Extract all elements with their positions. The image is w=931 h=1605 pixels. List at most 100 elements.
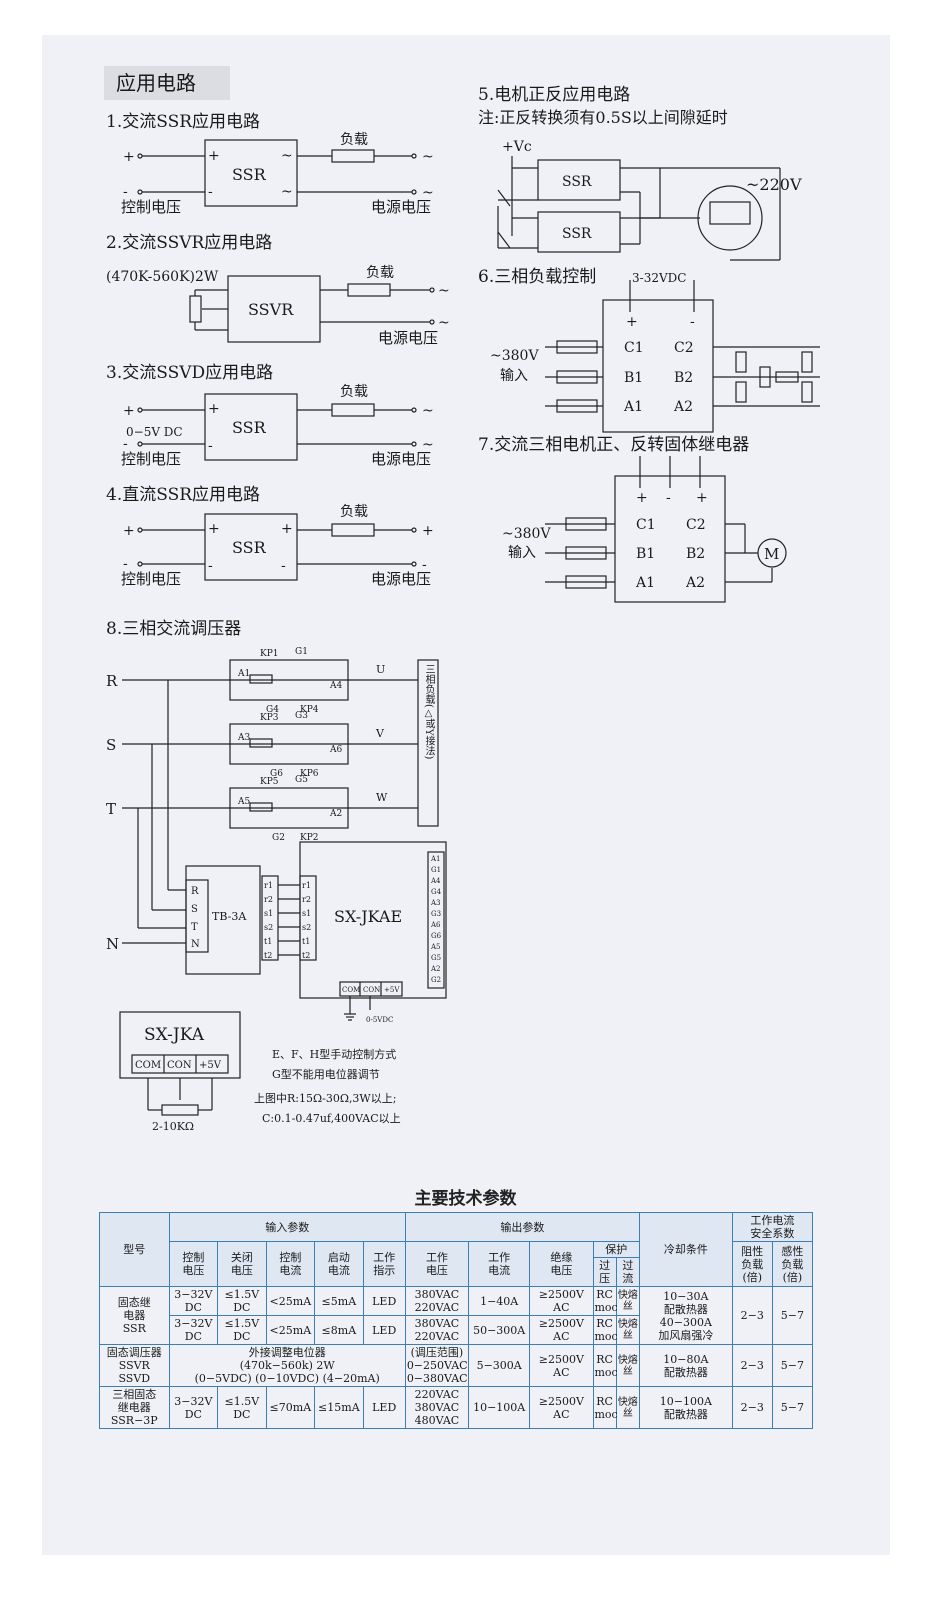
circuit-1-load: 负载 <box>340 132 368 148</box>
circuit-4-load: 负载 <box>340 504 368 520</box>
circuit-2-supply-voltage: 电源电压 <box>378 329 438 347</box>
svg-text:-: - <box>208 558 213 574</box>
svg-text:V: V <box>375 727 385 740</box>
svg-text:~: ~ <box>281 184 293 200</box>
svg-text:+: + <box>123 403 135 419</box>
circuit-2: 2.交流SSVR应用电路 (470K-560K)2W SSVR ~ ~ 负载 电… <box>106 233 450 347</box>
spec-table: 型号 输入参数 输出参数 冷却条件 工作电流 安全系数 控制 电压 关闭 电压 … <box>99 1212 814 1429</box>
circuit-8-load-box <box>417 659 439 827</box>
svg-text:~: ~ <box>438 315 450 331</box>
svg-text:t2: t2 <box>302 951 310 960</box>
svg-text:M: M <box>764 545 779 563</box>
svg-text:r2: r2 <box>264 895 273 904</box>
svg-text:+5V: +5V <box>199 1060 222 1071</box>
circuit-5-title: 5.电机正反应用电路 <box>478 85 630 105</box>
svg-text:G1: G1 <box>431 866 441 874</box>
svg-text:A6: A6 <box>329 745 342 755</box>
circuit-2-pot-spec: (470K-560K)2W <box>106 269 219 285</box>
svg-text:~: ~ <box>422 403 434 419</box>
svg-text:-: - <box>281 558 286 574</box>
svg-text:+: + <box>626 314 638 330</box>
svg-text:r1: r1 <box>264 881 273 890</box>
circuit-5-ssr-top: SSR <box>562 174 592 190</box>
spec-header-model: 型号 <box>99 1212 170 1287</box>
circuit-6-dc: 3-32VDC <box>632 271 686 285</box>
svg-text:G2: G2 <box>431 976 441 984</box>
svg-text:G3: G3 <box>431 910 441 918</box>
svg-text:A2: A2 <box>430 965 441 973</box>
svg-text:r1: r1 <box>302 881 311 890</box>
svg-text:+: + <box>636 490 648 506</box>
circuit-4: 4.直流SSR应用电路 SSR + - + - + - + - 负载 控制电压 … <box>106 485 434 588</box>
svg-text:C2: C2 <box>674 340 694 356</box>
circuit-2-load-resistor <box>347 283 391 297</box>
svg-text:G2: G2 <box>272 833 285 843</box>
svg-text:A1: A1 <box>430 855 441 863</box>
circuit-8-note-3: 上图中R:15Ω-30Ω,3W以上; <box>254 1092 396 1105</box>
svg-text:A2: A2 <box>685 575 705 591</box>
svg-text:N: N <box>191 939 200 950</box>
svg-text:A1: A1 <box>635 575 655 591</box>
circuit-7-motor <box>757 538 787 568</box>
svg-text:+: + <box>281 521 293 537</box>
svg-text:G1: G1 <box>295 647 308 657</box>
svg-text:-: - <box>666 490 671 506</box>
spec-row-regulator: 固态调压器 SSVR SSVD 外接调整电位器 (470k−560k) 2W (… <box>99 1344 814 1387</box>
circuit-3-range: 0−5V DC <box>126 425 183 439</box>
svg-text:+: + <box>208 401 220 417</box>
svg-text:+: + <box>208 148 220 164</box>
spec-header-cooling: 冷却条件 <box>638 1212 733 1287</box>
svg-text:s2: s2 <box>302 923 311 932</box>
circuit-7-input: 输入 <box>508 545 536 561</box>
svg-text:A4: A4 <box>430 877 441 885</box>
svg-text:+: + <box>208 521 220 537</box>
svg-text:KP1: KP1 <box>260 649 279 659</box>
circuit-6: 6.三相负载控制 3-32VDC + - ~380V 输入 C1 B1 A1 C… <box>478 267 820 433</box>
svg-text:G6: G6 <box>431 932 442 940</box>
circuit-8-sx-jkae <box>299 841 447 999</box>
svg-text:A1: A1 <box>237 669 250 679</box>
svg-text:~: ~ <box>281 148 293 164</box>
svg-text:G5: G5 <box>295 775 308 785</box>
svg-text:-: - <box>123 556 128 572</box>
svg-text:U: U <box>376 663 385 676</box>
svg-text:s2: s2 <box>264 923 273 932</box>
spec-header-output: 输出参数 <box>404 1212 640 1242</box>
svg-text:C2: C2 <box>686 517 706 533</box>
circuit-2-title: 2.交流SSVR应用电路 <box>106 233 272 253</box>
svg-text:+5V: +5V <box>384 986 400 994</box>
svg-text:KP4: KP4 <box>300 705 319 715</box>
spec-header-input: 输入参数 <box>168 1212 406 1242</box>
circuit-3-load-resistor <box>331 403 375 417</box>
svg-text:KP3: KP3 <box>260 713 279 723</box>
circuit-3-title: 3.交流SSVD应用电路 <box>106 363 273 383</box>
svg-text:KP2: KP2 <box>300 833 319 843</box>
circuit-3-load: 负载 <box>340 384 368 400</box>
circuit-3: 3.交流SSVD应用电路 SSR + - + - ~ ~ 负载 0−5V DC … <box>106 363 434 468</box>
svg-text:S: S <box>106 736 116 754</box>
svg-text:A5: A5 <box>430 943 441 951</box>
svg-text:B1: B1 <box>636 546 655 562</box>
circuit-1-load-resistor <box>331 149 375 163</box>
svg-text:CON: CON <box>363 986 380 994</box>
circuit-6-input-voltage: ~380V <box>490 348 539 364</box>
svg-text:G5: G5 <box>431 954 441 962</box>
svg-text:B2: B2 <box>686 546 705 562</box>
svg-text:t1: t1 <box>264 937 272 946</box>
circuit-6-relay <box>602 299 714 433</box>
circuit-8-load-label: 三相负载(△或Y接法) <box>423 664 434 760</box>
svg-text:+: + <box>123 149 135 165</box>
spec-table-title: 主要技术参数 <box>414 1189 517 1209</box>
svg-text:CON: CON <box>167 1060 192 1071</box>
svg-text:A3: A3 <box>237 733 250 743</box>
svg-text:A5: A5 <box>237 797 250 807</box>
circuit-5-motor <box>697 185 763 251</box>
svg-text:G4: G4 <box>266 705 279 715</box>
svg-text:~: ~ <box>422 437 434 453</box>
circuit-8-note-1: E、F、H型手动控制方式 <box>272 1047 396 1061</box>
svg-text:S: S <box>191 904 198 915</box>
circuit-1-supply-voltage: 电源电压 <box>371 198 431 216</box>
svg-text:C1: C1 <box>624 340 644 356</box>
circuit-4-title: 4.直流SSR应用电路 <box>106 485 260 505</box>
circuit-6-input: 输入 <box>500 368 528 384</box>
